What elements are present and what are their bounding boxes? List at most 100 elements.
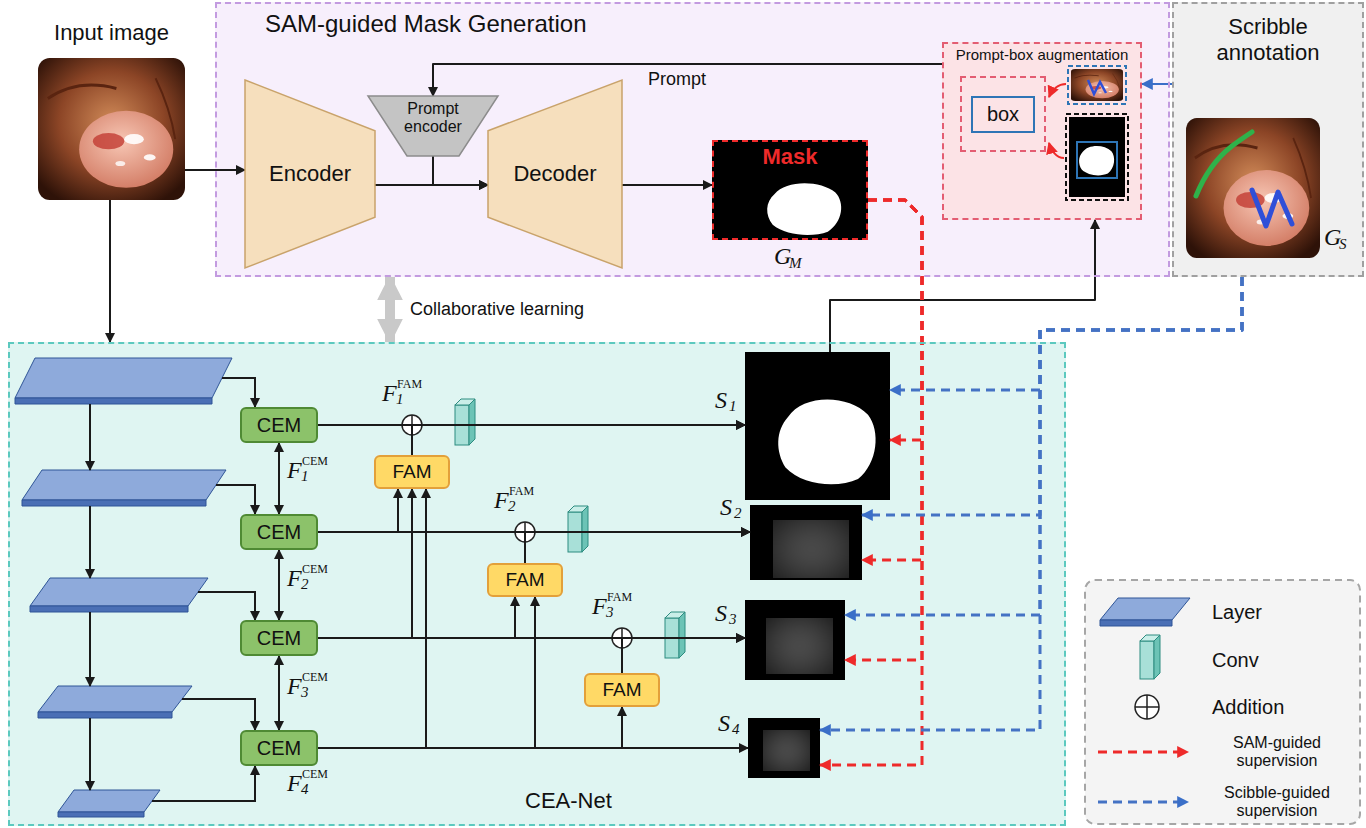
text-holder: S bbox=[1339, 236, 1347, 253]
node-caption: S bbox=[1339, 236, 1347, 253]
feature-symbol: FAM bbox=[509, 485, 534, 499]
text-holder: Prompt bbox=[648, 69, 706, 90]
mask-blob bbox=[767, 183, 841, 235]
legend-entry: Conv bbox=[1212, 638, 1352, 682]
augmentation-panel: box Prompt-box augmentation bbox=[942, 42, 1142, 220]
thumb-photo bbox=[1071, 69, 1123, 101]
node-label: Encoder bbox=[269, 161, 351, 186]
sam-supervision-arrow bbox=[862, 200, 922, 560]
feature-symbol: F bbox=[287, 457, 302, 485]
text-holder: F bbox=[592, 593, 607, 621]
flow-arrow bbox=[525, 532, 750, 563]
flow-arrow bbox=[622, 184, 712, 186]
text-holder: F bbox=[287, 770, 302, 798]
layer-arrow bbox=[182, 699, 255, 730]
thumb-frame bbox=[1068, 66, 1126, 104]
output-blob bbox=[767, 734, 806, 767]
flow-arrow bbox=[318, 707, 622, 748]
legend-conv-sample bbox=[1140, 641, 1154, 679]
cem-block: CEM bbox=[240, 620, 318, 656]
legend-red-sample bbox=[1098, 751, 1188, 754]
feature-symbol: CEM bbox=[302, 671, 328, 685]
text-holder: 1 bbox=[301, 468, 309, 485]
node-caption: Input image bbox=[18, 20, 205, 45]
text-holder: Prompt-box augmentation bbox=[944, 46, 1140, 63]
output-blob bbox=[772, 623, 827, 669]
legend-blue-sample bbox=[1098, 801, 1188, 804]
layer-block bbox=[38, 686, 192, 712]
text-holder: G bbox=[774, 243, 791, 271]
node-label: FAM bbox=[392, 461, 431, 483]
text-holder: Prompt encoder bbox=[389, 100, 477, 135]
feature-symbol: CEM bbox=[302, 563, 328, 577]
text-holder: F bbox=[382, 380, 397, 408]
layer-block bbox=[22, 470, 226, 500]
text-holder: 2 bbox=[301, 576, 309, 593]
node-label: Decoder bbox=[513, 161, 596, 186]
flow-arrow bbox=[318, 489, 426, 748]
encoder-block: Encoder bbox=[245, 80, 375, 268]
node-label: CEM bbox=[257, 737, 301, 760]
text-holder: FAM bbox=[397, 378, 422, 392]
legend-addition-sample bbox=[1135, 695, 1159, 719]
text-holder: S bbox=[720, 494, 732, 522]
text-holder: CEA-Net bbox=[525, 788, 612, 813]
text-holder: S bbox=[718, 710, 730, 738]
legend-text: Addition bbox=[1212, 696, 1284, 719]
text-holder: FAM bbox=[509, 485, 534, 499]
flow-arrow bbox=[278, 550, 280, 620]
collaboration-arrow bbox=[385, 277, 395, 342]
node-caption: 2 bbox=[734, 505, 742, 522]
sam-supervision-arrow bbox=[868, 200, 922, 440]
scribble-supervision-arrow bbox=[845, 277, 1242, 615]
node-label: box bbox=[971, 96, 1035, 133]
layer-edge bbox=[30, 606, 188, 612]
node-label: FAM bbox=[602, 679, 641, 701]
layer-arrow bbox=[89, 612, 91, 686]
text-holder: CEM bbox=[257, 414, 301, 437]
layer-arrow bbox=[89, 506, 91, 578]
panel-fill bbox=[1172, 2, 1364, 277]
node-caption: Mask bbox=[714, 144, 866, 169]
flow-arrow bbox=[109, 200, 111, 342]
output-ground bbox=[748, 718, 820, 778]
thumb-scribble bbox=[1088, 80, 1106, 94]
layer-block bbox=[58, 790, 160, 812]
output-ground bbox=[745, 352, 890, 500]
network-panel: CEMCEMCEMCEMFAMFAMFAMS1S2S3S4CEA-Net bbox=[8, 342, 1066, 826]
node-caption: G bbox=[774, 243, 791, 271]
legend-layer-sample bbox=[1100, 620, 1172, 626]
flow-arrow bbox=[318, 489, 398, 532]
flow-arrow bbox=[830, 220, 1095, 352]
text-holder: F bbox=[494, 487, 509, 515]
output-blob bbox=[780, 525, 842, 573]
text-holder: Scribble annotation bbox=[1174, 14, 1362, 67]
thumb-frame bbox=[1066, 114, 1128, 200]
text-holder: FAM bbox=[392, 461, 431, 483]
node-caption: S bbox=[718, 710, 730, 738]
cem-block: CEM bbox=[240, 730, 318, 766]
node-caption: SAM-guided Mask Generation bbox=[265, 10, 587, 38]
mask-image: MaskGM bbox=[712, 140, 868, 240]
text-holder: CEM bbox=[257, 627, 301, 650]
node-caption: S bbox=[720, 494, 732, 522]
text-holder: 4 bbox=[301, 781, 309, 798]
scribble-supervision-arrow bbox=[862, 277, 1242, 515]
flow-arrow bbox=[622, 638, 745, 673]
legend-layer-sample bbox=[1100, 598, 1190, 620]
flow-arrow bbox=[412, 425, 745, 455]
background-scribble bbox=[1196, 132, 1252, 196]
layer-block bbox=[30, 578, 208, 606]
legend-conv-sample bbox=[1154, 635, 1160, 679]
text-holder: 1 bbox=[396, 391, 404, 408]
text-holder: box bbox=[971, 96, 1035, 133]
legend-addition-sample bbox=[1135, 695, 1159, 719]
node-caption: 3 bbox=[729, 611, 737, 628]
text-holder: F bbox=[287, 673, 302, 701]
layer-arrow bbox=[89, 718, 91, 790]
text-holder: S bbox=[715, 387, 727, 415]
text-holder: CEM bbox=[302, 671, 328, 685]
legend-entry: Layer bbox=[1212, 590, 1352, 634]
scribble-arrow bbox=[1142, 83, 1172, 85]
panel-fill bbox=[8, 342, 1066, 826]
